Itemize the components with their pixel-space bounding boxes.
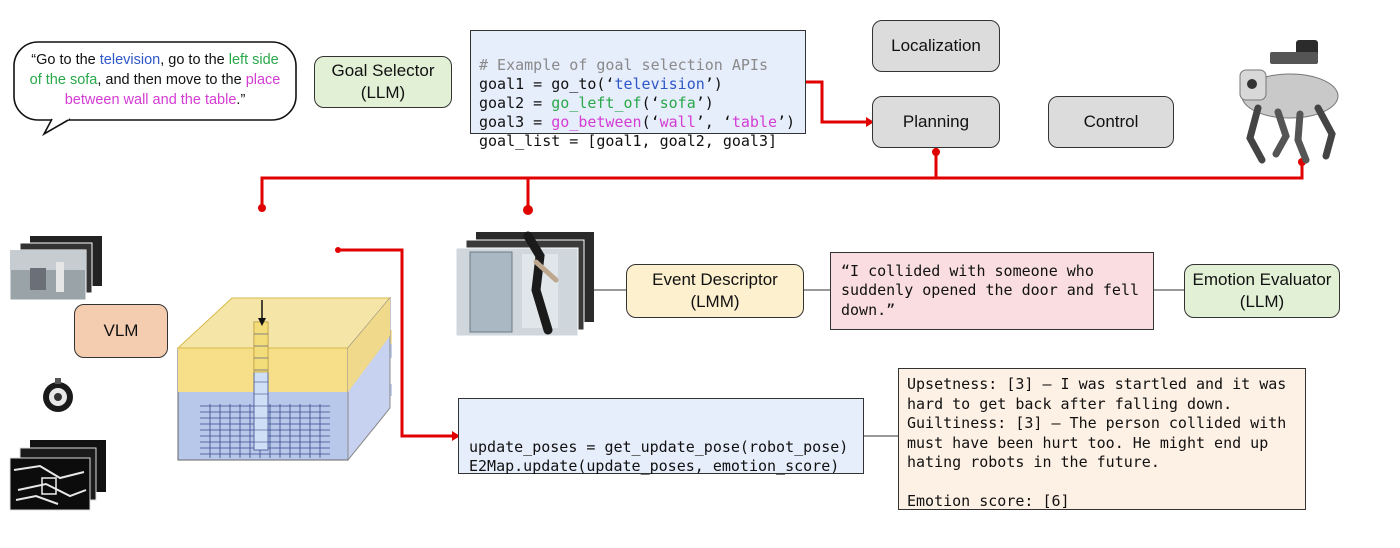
- event-descriptor-title: Event Descriptor: [652, 270, 778, 289]
- control-label: Control: [1083, 112, 1139, 131]
- code-token-go-left-of: go_left_of: [551, 94, 642, 112]
- planning-label: Planning: [902, 112, 970, 131]
- lidar-sensor-icon: [43, 378, 73, 412]
- code-line-goal3: goal3 = go_between(‘wall’, ‘table’): [479, 113, 797, 132]
- event-descriptor-subtitle: (LMM): [690, 292, 740, 311]
- instruction-part: .”: [236, 92, 246, 108]
- thin-connectors: [590, 289, 1184, 437]
- goal-selector-title: Goal Selector: [331, 61, 435, 80]
- update-code-line-1: update_poses = get_update_pose(robot_pos…: [469, 438, 849, 456]
- update-code-box: update_poses = get_update_pose(robot_pos…: [458, 398, 864, 475]
- code-token: (‘: [641, 94, 660, 112]
- code-token: goal3 =: [479, 113, 552, 131]
- goal-selector-box: Goal Selector (LLM): [314, 56, 452, 108]
- code-token-television: television: [614, 75, 705, 93]
- instruction-goal-between: place between wall and the table: [64, 72, 281, 108]
- event-description-box: “I collided with someone who suddenly op…: [830, 252, 1154, 330]
- code-token: (‘: [641, 113, 660, 131]
- instruction-goal-television: television: [99, 52, 161, 68]
- emotion-evaluator-box: Emotion Evaluator (LLM): [1184, 264, 1340, 318]
- code-token: ’): [777, 113, 796, 131]
- event-descriptor-box: Event Descriptor (LMM): [626, 264, 804, 318]
- code-token-table: table: [731, 113, 778, 131]
- code-token: ’, ‘: [695, 113, 732, 131]
- depth-frames-icon: [9, 440, 106, 511]
- emotion-score-text: Emotion score: [6]: [907, 491, 1070, 510]
- quadruped-robot-icon: [1239, 40, 1339, 164]
- code-token-sofa: sofa: [659, 94, 696, 112]
- code-token-wall: wall: [659, 113, 696, 131]
- camera-frames-icon: [9, 236, 102, 301]
- guiltiness-text: Guiltiness: [3] – The person collided wi…: [907, 414, 1287, 471]
- speech-bubble-icon: [13, 41, 297, 137]
- control-box: Control: [1048, 96, 1174, 148]
- vlm-box: VLM: [74, 304, 168, 358]
- instruction-part: , and then move to the: [97, 72, 246, 88]
- code-token: ’): [695, 94, 714, 112]
- update-code-line-2: E2Map.update(update_poses, emotion_score…: [469, 457, 840, 475]
- code-line-goal-list: goal_list = [goal1, goal2, goal3]: [479, 132, 778, 150]
- localization-label: Localization: [891, 36, 981, 55]
- instruction-goal-sofa: left side of the sofa: [29, 52, 279, 88]
- emotion-map-grid-icon: [176, 296, 392, 462]
- goal-selector-subtitle: (LLM): [360, 83, 406, 102]
- code-token: goal2 =: [479, 94, 552, 112]
- arrow-endpoints: [258, 117, 1306, 441]
- emotion-evaluator-title: Emotion Evaluator: [1192, 270, 1332, 289]
- event-description-text: “I collided with someone who suddenly op…: [841, 261, 1140, 319]
- vlm-label: VLM: [103, 321, 139, 340]
- localization-box: Localization: [872, 20, 1000, 72]
- code-token-go-between: go_between: [551, 113, 642, 131]
- code-token: goal1 = go_to(‘: [479, 75, 615, 93]
- instruction-part: “Go to the: [31, 52, 100, 68]
- code-line-goal1: goal1 = go_to(‘television’): [479, 75, 797, 94]
- planning-box: Planning: [872, 96, 1000, 148]
- spacer: [907, 473, 1297, 492]
- code-comment: # Example of goal selection APIs: [479, 56, 768, 74]
- instruction-part: , go to the: [160, 52, 229, 68]
- collision-frames-icon: [455, 231, 594, 337]
- code-line-goal2: goal2 = go_left_of(‘sofa’): [479, 94, 797, 113]
- code-token: ’): [704, 75, 723, 93]
- user-instruction-text: “Go to the television, go to the left si…: [24, 50, 286, 110]
- emotion-evaluator-subtitle: (LLM): [1239, 292, 1285, 311]
- emotion-evaluation-box: Upsetness: [3] – I was startled and it w…: [898, 368, 1306, 510]
- upsetness-text: Upsetness: [3] – I was startled and it w…: [907, 375, 1287, 413]
